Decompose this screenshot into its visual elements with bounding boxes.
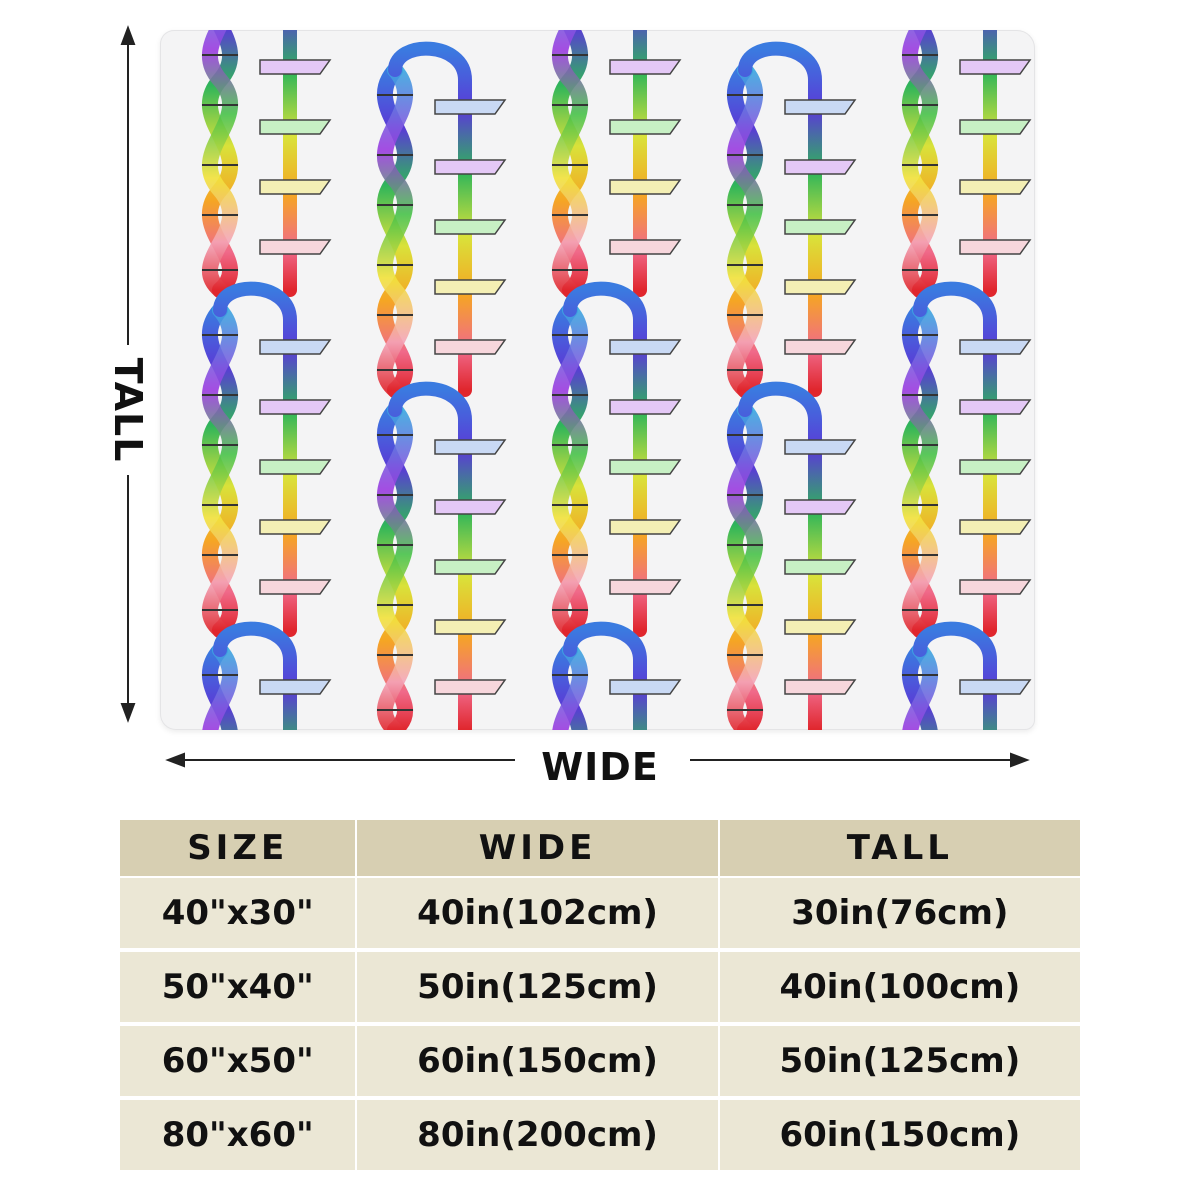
wide-cell: 50in(125cm) (357, 952, 720, 1026)
blanket-image (160, 30, 1035, 730)
wide-cell: 40in(102cm) (357, 878, 720, 952)
wide-cell: 60in(150cm) (357, 1026, 720, 1100)
size-table: SIZE WIDE TALL 40"x30" 40in(102cm) 30in(… (120, 820, 1080, 1174)
table-row: 40"x30" 40in(102cm) 30in(76cm) (120, 878, 1080, 952)
wide-arrow-left-head (165, 752, 185, 768)
table-header-row: SIZE WIDE TALL (120, 820, 1080, 878)
wide-label: WIDE (541, 745, 659, 789)
header-wide: WIDE (357, 820, 720, 878)
tall-arrow-bottom-head (120, 703, 136, 723)
header-size: SIZE (120, 820, 358, 878)
wide-cell: 80in(200cm) (357, 1100, 720, 1174)
tall-label-text: TALL (106, 357, 150, 463)
table-row: 80"x60" 80in(200cm) 60in(150cm) (120, 1100, 1080, 1174)
tall-cell: 30in(76cm) (719, 878, 1080, 952)
tall-arrow-top-head (120, 25, 136, 45)
size-cell: 80"x60" (120, 1100, 358, 1174)
tall-cell: 40in(100cm) (719, 952, 1080, 1026)
table-row: 50"x40" 50in(125cm) 40in(100cm) (120, 952, 1080, 1026)
dimension-arrows (120, 25, 1030, 768)
tall-cell: 60in(150cm) (719, 1100, 1080, 1174)
table-row: 60"x50" 60in(150cm) 50in(125cm) (120, 1026, 1080, 1100)
tall-cell: 50in(125cm) (719, 1026, 1080, 1100)
wide-arrow-right-head (1010, 752, 1030, 768)
header-tall: TALL (719, 820, 1080, 878)
size-cell: 40"x30" (120, 878, 358, 952)
size-cell: 50"x40" (120, 952, 358, 1026)
size-cell: 60"x50" (120, 1026, 358, 1100)
